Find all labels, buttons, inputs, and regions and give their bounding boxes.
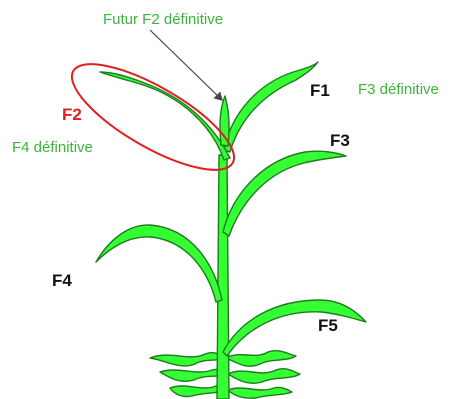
label-futur-f2-definitive: Futur F2 définitive — [103, 11, 223, 28]
label-f4-definitive: F4 définitive — [12, 139, 93, 156]
label-f5: F5 — [318, 316, 338, 335]
label-f1: F1 — [310, 81, 330, 100]
leaf-f4 — [96, 225, 222, 302]
label-f3-definitive: F3 définitive — [358, 81, 439, 98]
leaf-f2 — [100, 72, 230, 160]
leaf-future-f2 — [220, 96, 229, 146]
leaf-f1 — [224, 62, 318, 152]
label-f2: F2 — [62, 105, 82, 124]
leaf-f3 — [223, 151, 346, 236]
main-stem — [217, 155, 229, 399]
leaf-f5 — [223, 300, 366, 356]
label-f3: F3 — [330, 131, 350, 150]
label-f4: F4 — [52, 271, 72, 290]
